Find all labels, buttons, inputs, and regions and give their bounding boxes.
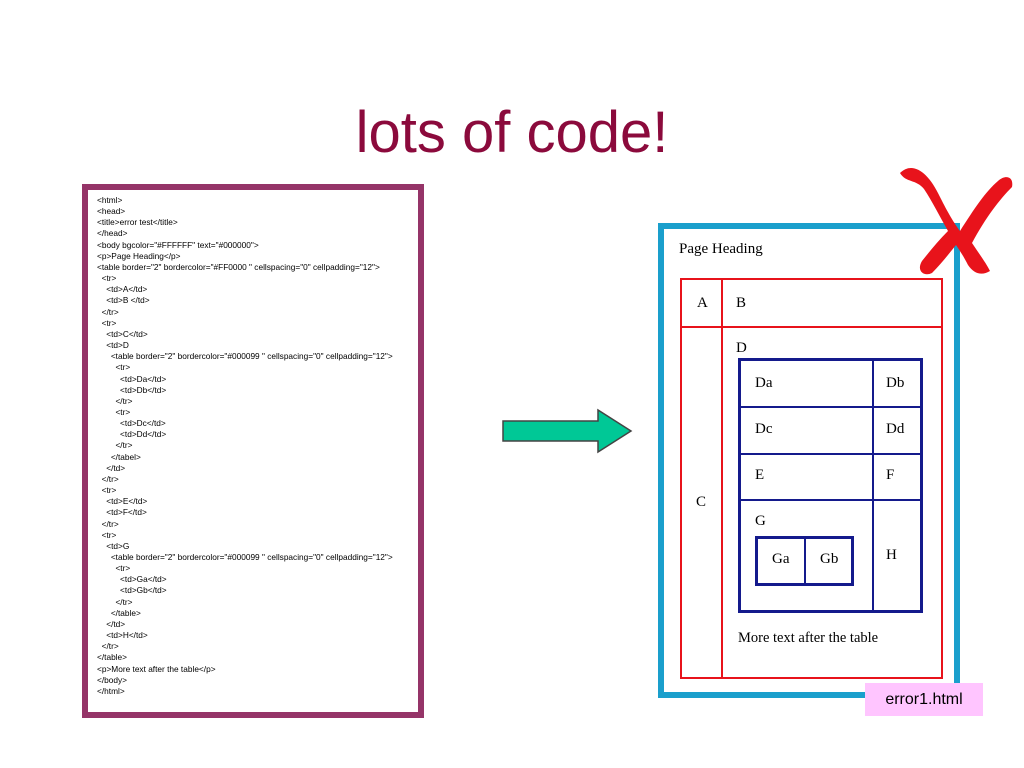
code-line: </tr> <box>97 395 133 406</box>
code-line: </table> <box>97 652 127 663</box>
code-line: <title>error test</title> <box>97 217 178 228</box>
code-line: <td>Dd</td> <box>97 429 167 440</box>
nested-row-divider <box>741 453 920 455</box>
code-line: <tr> <box>97 563 131 574</box>
code-line: <tr> <box>97 406 131 417</box>
code-line: <td>B </td> <box>97 295 150 306</box>
cell-gb: Gb <box>820 551 839 567</box>
cell-f: F <box>886 467 895 483</box>
code-line: </tr> <box>97 641 119 652</box>
code-line: <td>Dc</td> <box>97 418 166 429</box>
code-line: </tr> <box>97 518 119 529</box>
code-line: <tr> <box>97 362 131 373</box>
code-line: <td>Gb</td> <box>97 585 167 596</box>
code-line: <tr> <box>97 273 117 284</box>
code-line: <td>D <box>97 340 129 351</box>
code-line: </tr> <box>97 596 133 607</box>
code-line: <td>C</td> <box>97 328 148 339</box>
cell-g: G <box>755 513 766 529</box>
code-line: <td>A</td> <box>97 284 148 295</box>
code-listing-panel: <html> <head> <title>error test</title> … <box>82 184 424 718</box>
code-line: <td>Db</td> <box>97 384 167 395</box>
code-line: <tr> <box>97 529 117 540</box>
cell-dc: Dc <box>755 421 773 437</box>
code-line: </html> <box>97 685 125 696</box>
cell-b: B <box>736 295 747 311</box>
code-line: </tr> <box>97 473 119 484</box>
nested-table-g: Ga Gb <box>755 536 854 586</box>
code-line: <body bgcolor="#FFFFFF" text="#000000"> <box>97 239 259 250</box>
code-line: <html> <box>97 195 123 205</box>
slide-title: lots of code! <box>355 100 669 165</box>
cell-h: H <box>886 547 897 563</box>
nested-table-d: Da Db Dc Dd E F G H Ga Gb <box>738 358 923 613</box>
code-line: </tr> <box>97 306 119 317</box>
cell-d: D <box>736 340 747 356</box>
code-line: </td> <box>97 462 126 473</box>
nested-column-divider <box>872 361 874 610</box>
code-line: <table border="2" bordercolor="#000099 "… <box>97 552 393 562</box>
code-line: </body> <box>97 674 127 685</box>
cell-dd: Dd <box>886 421 905 437</box>
nested-row-divider <box>741 406 920 408</box>
cell-ga: Ga <box>772 551 790 567</box>
code-line: <p>More text after the table</p> <box>97 663 216 674</box>
code-line: </table> <box>97 607 141 618</box>
outer-table: A B C D Da Db Dc Dd E F G H Ga Gb More t… <box>680 278 943 679</box>
nested-row-divider <box>741 499 920 501</box>
code-line: </td> <box>97 618 126 629</box>
rendered-page-preview: Page Heading A B C D Da Db Dc Dd E F G H… <box>658 223 960 698</box>
code-line: </tr> <box>97 440 133 451</box>
code-line: <td>G <box>97 540 130 551</box>
code-line: <td>H</td> <box>97 630 148 641</box>
more-text-after-table: More text after the table <box>738 630 879 646</box>
code-line: <td>Da</td> <box>97 373 167 384</box>
code-line: <td>F</td> <box>97 507 147 518</box>
arrow-right-icon <box>502 408 633 454</box>
code-line: </tabel> <box>97 451 141 462</box>
outer-table-column-divider <box>721 280 723 677</box>
code-line: <tr> <box>97 485 117 496</box>
cell-db: Db <box>886 375 905 391</box>
code-line: <td>E</td> <box>97 496 148 507</box>
cell-da: Da <box>755 375 773 391</box>
cell-e: E <box>755 467 765 483</box>
cell-a: A <box>697 295 708 311</box>
outer-table-row-divider <box>682 326 941 328</box>
rendered-page-heading: Page Heading <box>679 241 763 257</box>
nested-g-column-divider <box>804 539 806 583</box>
error-x-icon <box>900 167 1013 275</box>
code-line: </head> <box>97 228 128 239</box>
code-line: <head> <box>97 206 126 217</box>
code-line: <td>Ga</td> <box>97 574 167 585</box>
code-line: <tr> <box>97 317 117 328</box>
code-line: <table border="2" bordercolor="#FF0000 "… <box>97 261 380 272</box>
html-code-listing: <html> <head> <title>error test</title> … <box>97 195 393 697</box>
cell-c: C <box>696 494 707 510</box>
code-line: <table border="2" bordercolor="#000099 "… <box>97 351 393 362</box>
code-line: <p>Page Heading</p> <box>97 250 181 261</box>
file-name-label: error1.html <box>865 683 983 716</box>
